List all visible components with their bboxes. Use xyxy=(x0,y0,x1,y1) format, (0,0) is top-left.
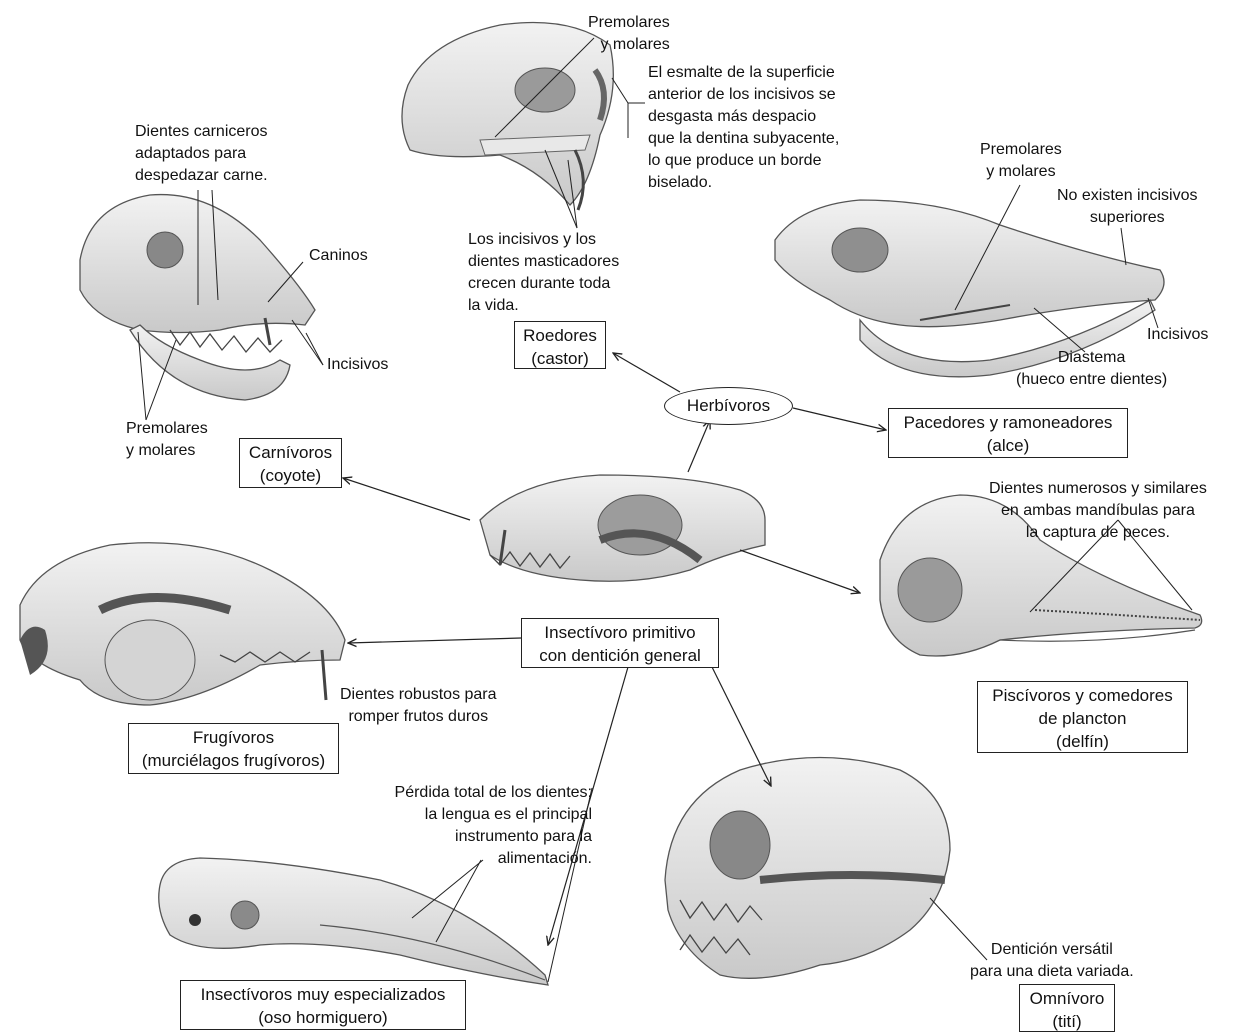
annotation-coyote-carniceros: Dientes carniceros adaptados para desped… xyxy=(135,121,268,187)
annotation-castor-esmalte: El esmalte de la superficie anterior de … xyxy=(648,62,839,194)
annotation-coyote-incisivos: Incisivos xyxy=(327,354,388,376)
annotation-coyote-caninos: Caninos xyxy=(309,245,368,267)
annotation-murcielago-dientes: Dientes robustos para romper frutos duro… xyxy=(340,684,497,728)
center-line2: con dentición general xyxy=(526,644,714,667)
group-box-omnivoro: Omnívoro (tití) xyxy=(1019,984,1115,1032)
group-box-pacedores: Pacedores y ramoneadores (alce) xyxy=(888,408,1128,458)
arrow-to-piscivoros xyxy=(740,550,860,593)
annotation-alce-diastema: Diastema (hueco entre dientes) xyxy=(1016,347,1167,391)
anteater-skull-illustration xyxy=(159,858,548,985)
annotation-alce-no-incisivos: No existen incisivos superiores xyxy=(1057,185,1198,229)
group-box-carnivoros: Carnívoros (coyote) xyxy=(239,438,342,488)
arrow-to-pacedores xyxy=(793,408,886,430)
annotation-delfin-dientes: Dientes numerosos y similares en ambas m… xyxy=(989,478,1207,544)
annotation-alce-premolares: Premolares y molares xyxy=(980,139,1062,183)
annotation-titi-denticion: Dentición versátil para una dieta variad… xyxy=(970,939,1134,983)
arrow-to-frugivoros xyxy=(348,638,521,643)
arrow-to-herbivoros xyxy=(688,420,710,472)
group-box-roedores: Roedores (castor) xyxy=(514,321,606,369)
arrow-to-carnivoros xyxy=(343,478,470,520)
herbivoros-label: Herbívoros xyxy=(687,396,770,416)
marmoset-skull-illustration xyxy=(665,758,950,979)
group-box-insectivoros-especializados: Insectívoros muy especializados (oso hor… xyxy=(180,980,466,1030)
center-line1: Insectívoro primitivo xyxy=(526,621,714,644)
annotation-alce-incisivos: Incisivos xyxy=(1147,324,1208,346)
annotation-oso-perdida: Pérdida total de los dientes; la lengua … xyxy=(368,782,592,870)
herbivoros-oval: Herbívoros xyxy=(664,387,793,425)
group-box-frugivoros: Frugívoros (murciélagos frugívoros) xyxy=(128,723,339,774)
arrow-to-roedores xyxy=(613,353,680,392)
primitive-insectivore-skull-illustration xyxy=(480,475,765,581)
center-box-insectivoro-primitivo: Insectívoro primitivo con dentición gene… xyxy=(521,618,719,668)
annotation-castor-premolares: Premolares y molares xyxy=(588,12,670,56)
fruit-bat-skull-illustration xyxy=(20,543,345,705)
annotation-castor-incisivos: Los incisivos y los dientes masticadores… xyxy=(468,229,619,317)
group-box-piscivoros: Piscívoros y comedores de plancton (delf… xyxy=(977,681,1188,753)
annotation-coyote-premolares: Premolares y molares xyxy=(126,418,208,462)
arrow-to-omnivoro xyxy=(712,667,771,786)
